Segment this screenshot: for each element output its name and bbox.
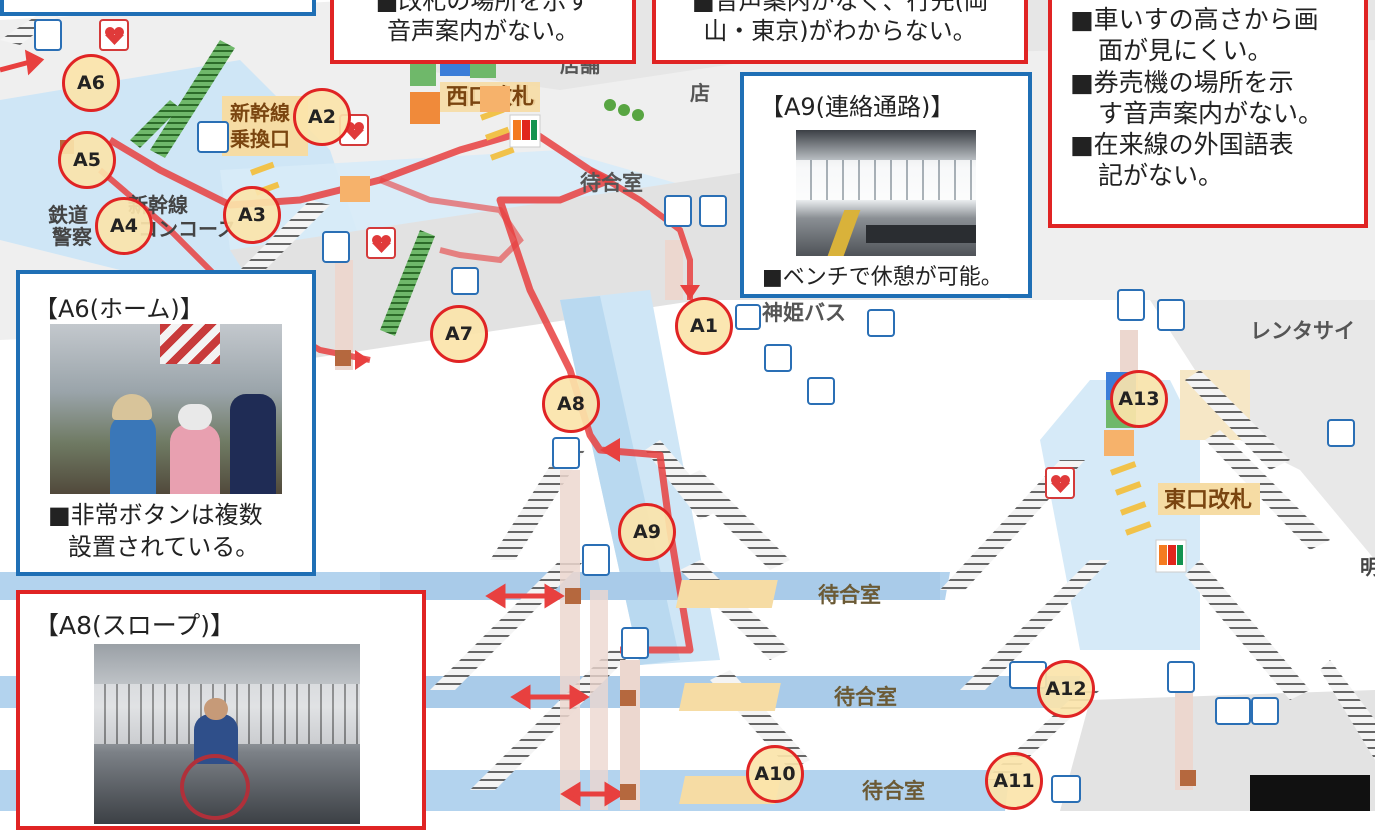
- route-arrow: [600, 438, 620, 462]
- marker-a11[interactable]: A11: [985, 752, 1043, 810]
- escalator-1: [130, 100, 180, 148]
- waiting-room-1: 待合室: [818, 583, 881, 607]
- shinkansen-transfer-1: 新幹線: [230, 101, 290, 125]
- stairs-11: [1185, 560, 1310, 700]
- marker-a12[interactable]: A12: [1037, 660, 1095, 718]
- a8-photo: [94, 644, 360, 824]
- green-turnstiles: [604, 99, 644, 121]
- wheelchair-icons: [451, 267, 1279, 725]
- east-bottom-box: [1250, 775, 1370, 811]
- shinkansen-transfer-2: 乗換口: [230, 127, 290, 151]
- note-line-2: 面が見にくい。: [1098, 36, 1273, 66]
- callout-destination-line1: ■音声案内がなく、行先(岡: [691, 0, 989, 15]
- pillar: [590, 590, 608, 810]
- heart-glyphs: [105, 27, 1070, 493]
- callout-right-notes: ■車いすの高さから画 面が見にくい。 ■券売機の場所を示 す音声案内がない。 ■…: [1048, 0, 1368, 228]
- pillar: [665, 240, 683, 300]
- note-line-6: 記がない。: [1098, 161, 1224, 191]
- marker-a1[interactable]: A1: [675, 297, 733, 355]
- bus-label: 神姫バス: [762, 301, 846, 325]
- shinkansen-concourse-2: コンコース: [138, 217, 237, 241]
- note-line-4: す音声案内がない。: [1098, 98, 1324, 128]
- marker-a4[interactable]: A4: [95, 197, 153, 255]
- a6-caption-2: 設置されている。: [68, 533, 260, 561]
- note-line-1: ■車いすの高さから画: [1070, 5, 1319, 34]
- route-arrow: [680, 285, 700, 300]
- east-gate-label: 東口改札: [1164, 487, 1252, 513]
- route-arrow: [355, 350, 370, 370]
- marker-a2[interactable]: A2: [293, 88, 351, 146]
- rental-label: レンタサイ: [1250, 319, 1355, 343]
- a6-title: 【A6(ホーム)】: [34, 295, 204, 323]
- railway-police-2: 警察: [52, 225, 93, 249]
- edge-char: 明: [1360, 555, 1375, 579]
- callout-top-left: [0, 0, 316, 16]
- marker-a8[interactable]: A8: [542, 375, 600, 433]
- marker-a6[interactable]: A6: [62, 54, 120, 112]
- a9-photo: [796, 130, 976, 256]
- callout-gate-audio-line1: ■改札の場所を示す: [375, 0, 591, 15]
- route-line-3: [588, 167, 693, 300]
- bus-icons: [197, 121, 1355, 447]
- escalator-3: [380, 230, 435, 336]
- pillar: [1175, 680, 1193, 790]
- pillar: [335, 260, 353, 370]
- route-line: [108, 126, 694, 654]
- stairs-8: [960, 560, 1110, 690]
- stairs-10: [1185, 370, 1290, 470]
- marker-a3[interactable]: A3: [223, 186, 281, 244]
- stairs-14: [240, 200, 330, 275]
- a9-caption: ■ベンチで休憩が可能。: [762, 265, 1003, 290]
- callout-gate-audio-line2: 音声案内がない。: [387, 17, 579, 45]
- photo-box-a6: 【A6(ホーム)】 ■非常ボタンは複数 設置されている。: [16, 270, 316, 576]
- marker-a5[interactable]: A5: [58, 131, 116, 189]
- convenience-icons: [509, 114, 1187, 573]
- shop-label-2: 店: [690, 81, 710, 105]
- stairs-12: [1320, 660, 1375, 760]
- a8-title: 【A8(スロープ)】: [34, 611, 236, 640]
- waiting-room-tags: [675, 580, 782, 804]
- stairs-4: [680, 470, 790, 570]
- gate-ticks: [250, 106, 1152, 536]
- elevator-icons: [34, 19, 1195, 693]
- a9-title: 【A9(連絡通路)】: [760, 93, 955, 121]
- waiting-room-3: 待合室: [862, 779, 925, 803]
- callout-destination-audio: ■音声案内がなく、行先(岡 山・東京)がわからない。: [652, 0, 1028, 64]
- note-line-3: ■券売機の場所を示: [1070, 67, 1294, 97]
- ex-icons: [340, 86, 1134, 456]
- platform-1b: [380, 572, 940, 600]
- marker-a7[interactable]: A7: [430, 305, 488, 363]
- note-line-5: ■在来線の外国語表: [1070, 130, 1294, 159]
- a6-photo: [50, 324, 282, 494]
- east-grey: [1150, 300, 1375, 560]
- callout-destination-line2: 山・東京)がわからない。: [703, 17, 977, 45]
- waiting-room-top: 待合室: [580, 171, 643, 195]
- stairs-16: [1205, 430, 1330, 550]
- pillar: [560, 470, 580, 810]
- railway-police-1: 鉄道: [48, 203, 88, 227]
- marker-a10[interactable]: A10: [746, 745, 804, 803]
- escalator-2: [150, 40, 235, 158]
- a6-caption-1: ■非常ボタンは複数: [48, 501, 263, 529]
- callout-gate-audio: ■改札の場所を示す 音声案内がない。: [330, 0, 636, 64]
- marker-a9[interactable]: A9: [618, 503, 676, 561]
- route-line-2: [378, 177, 524, 264]
- marker-a13[interactable]: A13: [1110, 370, 1168, 428]
- photo-box-a9: 【A9(連絡通路)】 ■ベンチで休憩が可能。: [740, 72, 1032, 298]
- platform-arrows: [0, 49, 625, 807]
- photo-box-a8: 【A8(スロープ)】: [16, 590, 426, 830]
- waiting-room-2: 待合室: [834, 685, 897, 709]
